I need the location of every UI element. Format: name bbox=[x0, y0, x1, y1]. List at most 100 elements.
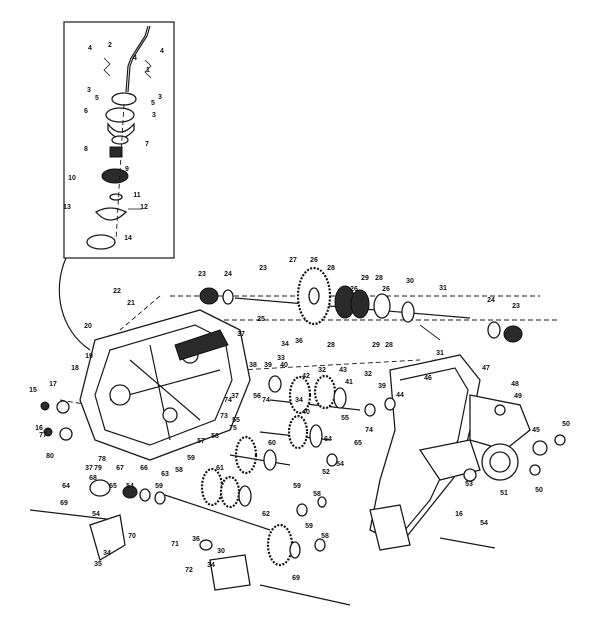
part-label-p30b: 30 bbox=[217, 548, 225, 555]
part-label-p54a: 54 bbox=[126, 483, 134, 490]
part-label-p53: 53 bbox=[465, 481, 473, 488]
part-label-p45: 45 bbox=[532, 427, 540, 434]
part-label-p36: 36 bbox=[295, 338, 303, 345]
part-label-p24b: 24 bbox=[487, 297, 495, 304]
part-label-p54b: 54 bbox=[336, 461, 344, 468]
part-label-inset-3a: 3 bbox=[87, 87, 91, 94]
part-label-p22: 22 bbox=[113, 288, 121, 295]
part-label-inset-3b: 3 bbox=[158, 94, 162, 101]
part-label-p49: 49 bbox=[514, 393, 522, 400]
ring-14 bbox=[86, 234, 116, 250]
gear-10 bbox=[101, 168, 129, 184]
part-label-inset-1: 1 bbox=[146, 67, 150, 74]
part-label-p31a: 31 bbox=[439, 285, 447, 292]
shift-lever-rod bbox=[125, 25, 149, 93]
part-label-p24a: 24 bbox=[224, 271, 232, 278]
part-label-p65b: 65 bbox=[109, 483, 117, 490]
inset-callout-line bbox=[58, 257, 91, 351]
part-label-inset-8: 8 bbox=[84, 146, 88, 153]
part-label-p70: 70 bbox=[128, 533, 136, 540]
part-label-p23c: 23 bbox=[512, 303, 520, 310]
part-label-p72: 72 bbox=[185, 567, 193, 574]
part-label-p62: 62 bbox=[262, 511, 270, 518]
part-label-p37a: 37 bbox=[237, 331, 245, 338]
part-label-p67: 67 bbox=[116, 465, 124, 472]
shift-fork-parts bbox=[209, 404, 566, 606]
part-label-p59d: 59 bbox=[305, 523, 313, 530]
part-label-inset-4c: 4 bbox=[133, 55, 137, 62]
part-label-p54c: 54 bbox=[92, 511, 100, 518]
part-label-p26b: 26 bbox=[350, 286, 358, 293]
part-label-p26a: 26 bbox=[310, 257, 318, 264]
part-label-p37c: 37 bbox=[85, 465, 93, 472]
left-small-parts bbox=[29, 400, 213, 561]
part-label-p34a: 34 bbox=[281, 341, 289, 348]
inset-axis bbox=[115, 103, 125, 241]
part-label-inset-9: 9 bbox=[125, 166, 129, 173]
shift-lever-rod-edge bbox=[127, 25, 151, 93]
part-label-p78: 78 bbox=[98, 456, 106, 463]
spring-8 bbox=[109, 146, 123, 158]
part-label-p44: 44 bbox=[396, 392, 404, 399]
part-label-inset-5b: 5 bbox=[151, 100, 155, 107]
part-label-p58a: 58 bbox=[211, 433, 219, 440]
part-label-p32: 32 bbox=[318, 367, 326, 374]
part-label-p16b: 16 bbox=[455, 511, 463, 518]
middle-gears bbox=[229, 374, 396, 475]
cap-ring bbox=[111, 92, 137, 106]
part-label-p15: 15 bbox=[29, 387, 37, 394]
part-label-p42: 42 bbox=[302, 373, 310, 380]
part-label-p65: 65 bbox=[354, 440, 362, 447]
inset-frame bbox=[63, 21, 175, 259]
part-label-p25: 25 bbox=[257, 316, 265, 323]
part-label-p74c: 74 bbox=[365, 427, 373, 434]
part-label-p55: 55 bbox=[232, 417, 240, 424]
part-label-p23a: 23 bbox=[198, 271, 206, 278]
part-label-inset-12: 12 bbox=[140, 204, 148, 211]
part-label-p52: 52 bbox=[322, 469, 330, 476]
part-label-p68: 68 bbox=[89, 475, 97, 482]
part-label-p35: 35 bbox=[94, 561, 102, 568]
part-label-p39a: 39 bbox=[264, 362, 272, 369]
part-label-p28c: 28 bbox=[327, 342, 335, 349]
part-label-p37b: 37 bbox=[231, 393, 239, 400]
part-label-p40b: 40 bbox=[302, 409, 310, 416]
part-label-p23b: 23 bbox=[259, 265, 267, 272]
part-label-p39b: 39 bbox=[378, 383, 386, 390]
part-label-p77: 77 bbox=[39, 432, 47, 439]
part-label-p59b: 59 bbox=[155, 483, 163, 490]
part-label-inset-5a: 5 bbox=[95, 95, 99, 102]
part-label-p50a: 50 bbox=[562, 421, 570, 428]
part-label-p69b: 69 bbox=[292, 575, 300, 582]
part-label-p16: 16 bbox=[35, 425, 43, 432]
part-label-p48: 48 bbox=[511, 381, 519, 388]
part-label-p30: 30 bbox=[406, 278, 414, 285]
part-label-p54d: 54 bbox=[480, 520, 488, 527]
part-label-p73a: 73 bbox=[220, 413, 228, 420]
part-label-inset-6: 6 bbox=[84, 108, 88, 115]
spring-left bbox=[103, 57, 111, 77]
part-label-inset-2: 2 bbox=[108, 42, 112, 49]
part-label-p21: 21 bbox=[127, 300, 135, 307]
lower-gears bbox=[164, 453, 338, 567]
part-label-p66: 66 bbox=[140, 465, 148, 472]
part-label-inset-14: 14 bbox=[124, 235, 132, 242]
left-housing bbox=[79, 309, 251, 461]
part-label-p75: 75 bbox=[229, 425, 237, 432]
part-label-p80: 80 bbox=[46, 453, 54, 460]
part-label-p26c: 26 bbox=[382, 286, 390, 293]
part-label-p38: 38 bbox=[249, 362, 257, 369]
part-label-p31b: 31 bbox=[436, 350, 444, 357]
washer-11 bbox=[109, 193, 123, 201]
part-label-p34d: 34 bbox=[207, 562, 215, 569]
part-label-p55b: 55 bbox=[341, 415, 349, 422]
part-label-p40a: 40 bbox=[280, 362, 288, 369]
part-label-p58d: 58 bbox=[321, 533, 329, 540]
part-label-p34b: 34 bbox=[295, 397, 303, 404]
part-label-p34c: 34 bbox=[103, 550, 111, 557]
part-label-p28d: 28 bbox=[385, 342, 393, 349]
part-label-p28b: 28 bbox=[375, 275, 383, 282]
part-label-p28a: 28 bbox=[327, 265, 335, 272]
part-label-p46: 46 bbox=[424, 375, 432, 382]
